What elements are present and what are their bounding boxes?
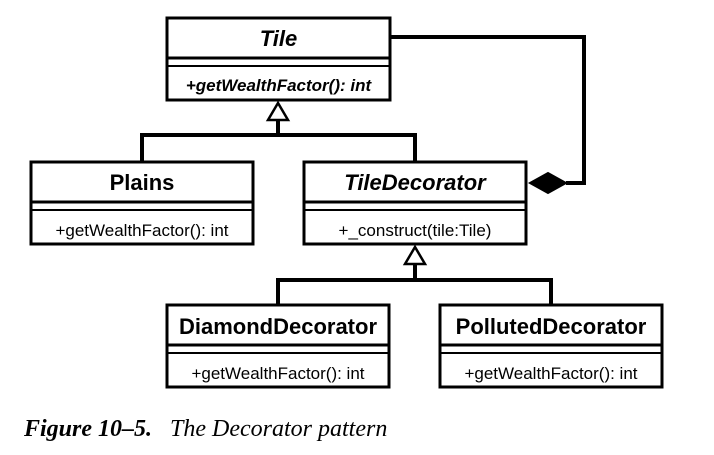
class-polluted-decorator: PollutedDecorator +getWealthFactor(): in… [438, 303, 664, 389]
class-tile-decorator: TileDecorator +_construct(tile:Tile) [302, 160, 528, 246]
generalization-to-tile-decorator [276, 244, 553, 305]
inheritance-arrow-head [402, 244, 428, 266]
generalization-to-tile-lines [140, 133, 417, 162]
composition-line [390, 35, 586, 185]
generalization-to-tile-decorator-lines [276, 278, 553, 305]
class-plains-name: Plains [110, 170, 175, 195]
class-diamond-decorator-operation: +getWealthFactor(): int [191, 364, 364, 383]
inheritance-arrow-head [265, 100, 291, 122]
figure-caption-label: Figure 10–5. [24, 416, 153, 442]
generalization-to-tile [140, 100, 417, 162]
class-tile: Tile +getWealthFactor(): int [165, 16, 392, 102]
class-tile-decorator-name: TileDecorator [344, 170, 487, 195]
figure-caption-text: The Decorator pattern [170, 416, 388, 442]
class-tile-name: Tile [260, 26, 298, 51]
class-diamond-decorator-name: DiamondDecorator [179, 314, 377, 339]
composition-diamond [527, 171, 569, 195]
figure-caption: Figure 10–5. The Decorator pattern [24, 416, 387, 443]
class-polluted-decorator-operation: +getWealthFactor(): int [464, 364, 637, 383]
class-tile-decorator-operation: +_construct(tile:Tile) [339, 221, 492, 240]
class-diamond-decorator: DiamondDecorator +getWealthFactor(): int [165, 303, 391, 389]
class-plains: Plains +getWealthFactor(): int [29, 160, 255, 246]
class-polluted-decorator-name: PollutedDecorator [456, 314, 647, 339]
composition-tile-decorator-to-tile [390, 35, 586, 195]
class-tile-operation: +getWealthFactor(): int [186, 76, 373, 95]
class-plains-operation: +getWealthFactor(): int [55, 221, 228, 240]
